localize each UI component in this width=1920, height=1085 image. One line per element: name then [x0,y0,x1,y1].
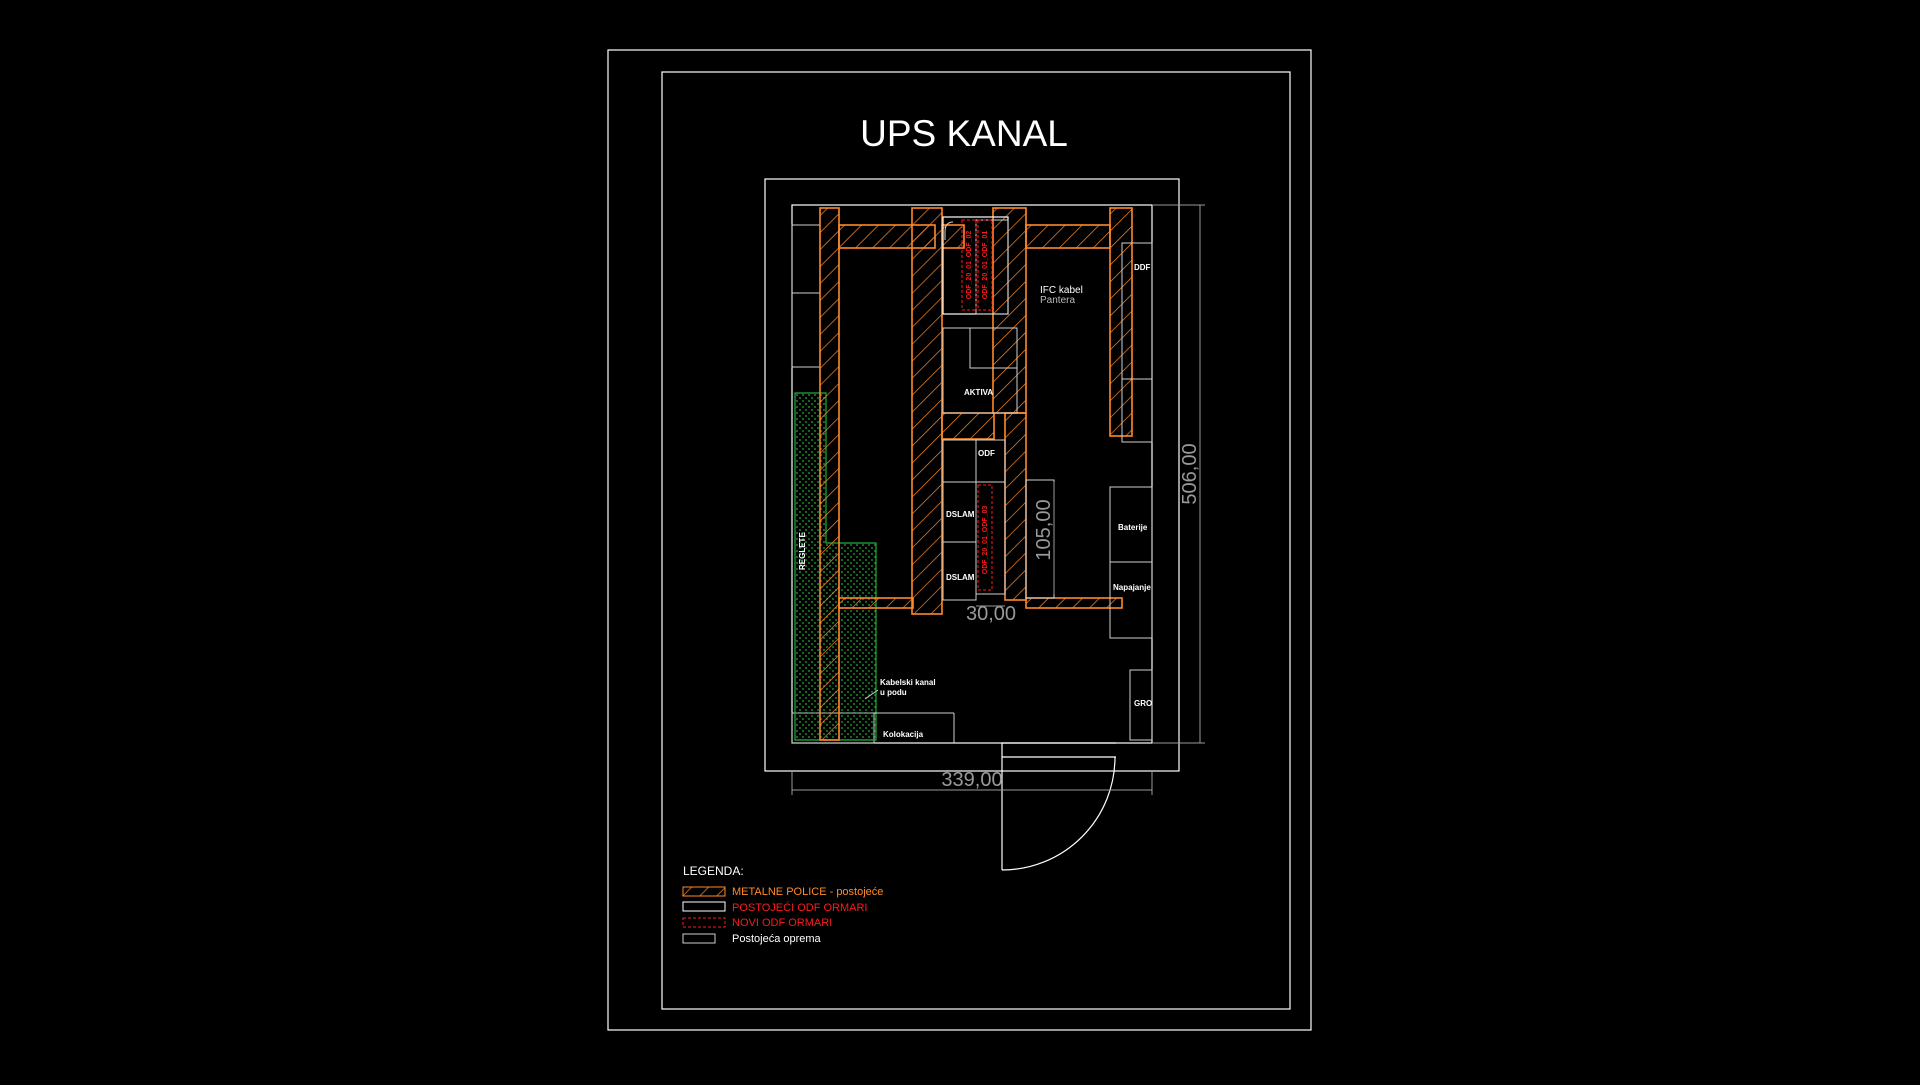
dim-cabinet-height: 105,00 [1033,499,1055,560]
legend-item-shelves: METALNE POLICE - postojeće [732,886,883,898]
right-wall-equipment [1109,242,1153,741]
label-regleti: REGLETE [798,532,807,570]
drawing-title: UPS KANAL [860,113,1068,154]
odf-new-label-3: ODF_20_01_ODF_03 [982,506,989,575]
legend-item-equipment: Postojeća oprema [732,933,822,945]
legend-swatch-existing-odf [682,901,726,912]
label-dslam-2: DSLAM [946,573,975,582]
label-ddf: DDF [1134,263,1151,272]
label-kolokacija: Kolokacija [883,730,924,739]
label-pantera: Pantera [1040,295,1075,306]
legend-title: LEGENDA: [683,864,744,878]
label-ifc-kabel: IFC kabel [1040,285,1083,296]
door [1001,742,1116,871]
dimension-lines [791,204,1205,795]
legend-swatch-new-odf [682,917,726,928]
legend-swatch-equipment [682,933,716,944]
dim-cabinet-width: 30,00 [966,603,1016,625]
label-dslam-1: DSLAM [946,510,975,519]
room-outer-wall [764,178,1180,772]
dim-width-total: 339,00 [941,769,1002,791]
odf-new-label-2: ODF_20_01_ODF_01 [982,231,989,300]
sheet-inner-frame [661,71,1291,1010]
label-kabelski-kanal: Kabelski kanal [880,678,936,687]
legend-item-new-odf: NOVI ODF ORMARI [732,917,832,929]
dim-height-total: 506,00 [1179,443,1201,504]
sheet-outer-frame [607,49,1312,1031]
new-odf-cabinets: ODF_20_01_ODF_02 ODF_20_01_ODF_01 ODF_20… [961,219,993,591]
label-baterije: Baterije [1118,523,1148,532]
legend-swatch-shelves [682,886,726,897]
room-inner-wall [791,204,1153,744]
odf-new-label-1: ODF_20_01_ODF_02 [966,231,973,300]
label-napajanje: Napajanje [1113,583,1151,592]
legend: LEGENDA: METALNE POLICE - postojeće POST… [682,864,883,945]
label-aktiva: AKTIVA [964,388,993,397]
legend-item-existing-odf: POSTOJEĆI ODF ORMARI [732,901,867,914]
metal-shelves [819,207,1133,741]
label-odf: ODF [978,449,995,458]
label-gro: GRO [1134,699,1152,708]
label-u-podu: u podu [880,688,907,697]
